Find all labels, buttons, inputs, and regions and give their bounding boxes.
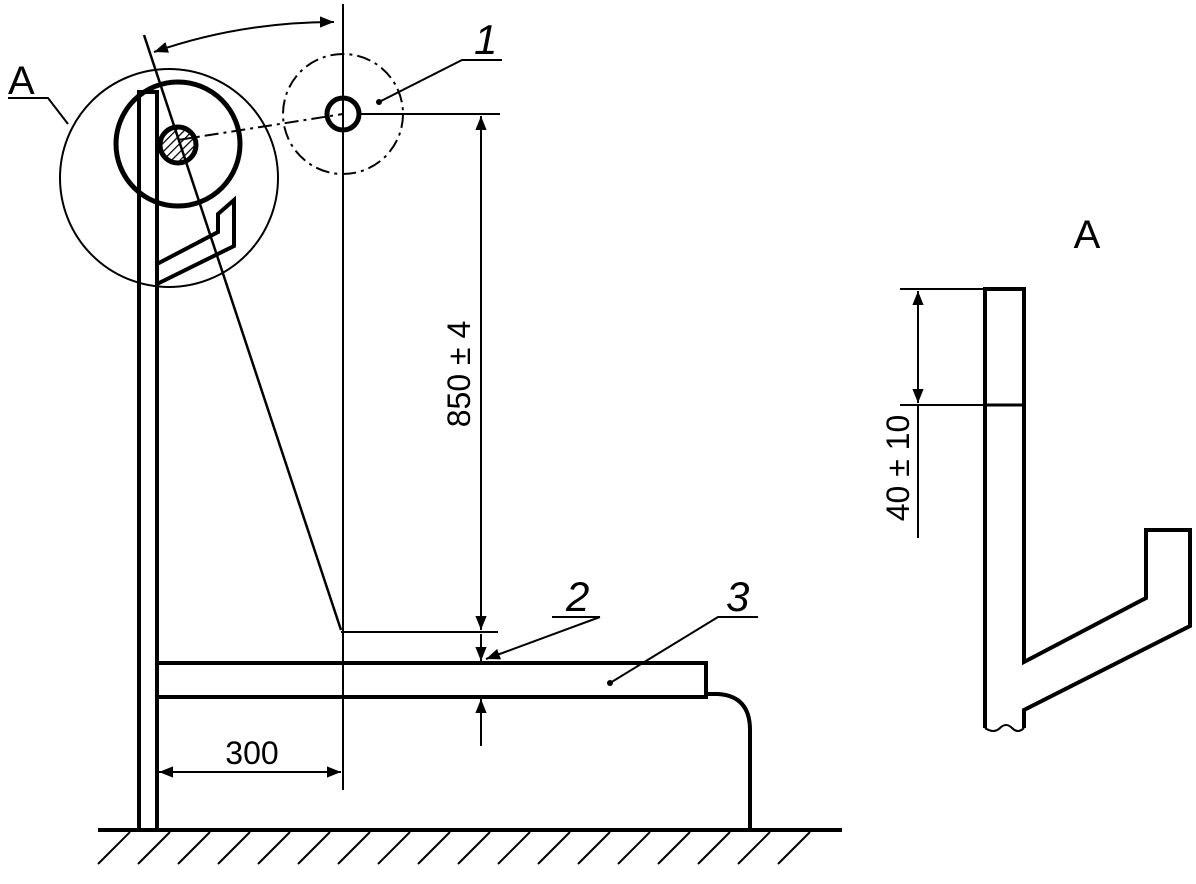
callout-1-leader	[378, 59, 502, 103]
hook-arm	[156, 195, 236, 286]
pendulum-wheel	[113, 79, 243, 209]
swing-angle-arc	[153, 16, 335, 53]
height-dimension-label: 850 ± 4	[441, 321, 477, 428]
detail-dimension-label: 40 ± 10	[880, 415, 916, 522]
detail-break-line	[984, 724, 1025, 732]
detail-post-outline	[983, 287, 1192, 728]
tray-platform	[157, 661, 708, 699]
callout-3-leader	[609, 616, 758, 684]
callout-3-label: 3	[726, 573, 749, 620]
swing-centerline	[177, 113, 344, 141]
detail-a-marker-label: A	[8, 59, 35, 103]
detail-a-title: A	[1074, 213, 1101, 257]
detail-a-leader	[8, 97, 69, 125]
offset-dimension-label: 300	[225, 735, 278, 771]
detail-a-circle	[59, 68, 279, 288]
axle-hatched	[157, 124, 199, 166]
callout-1-label: 1	[474, 16, 497, 63]
tray-support-leg	[706, 692, 752, 830]
ground	[97, 828, 842, 865]
callout-2-leader	[485, 616, 601, 660]
callout-2-label: 2	[565, 573, 589, 620]
pendulum-string	[142, 34, 343, 631]
detail-view-a: A 40 ± 10	[880, 213, 1192, 732]
